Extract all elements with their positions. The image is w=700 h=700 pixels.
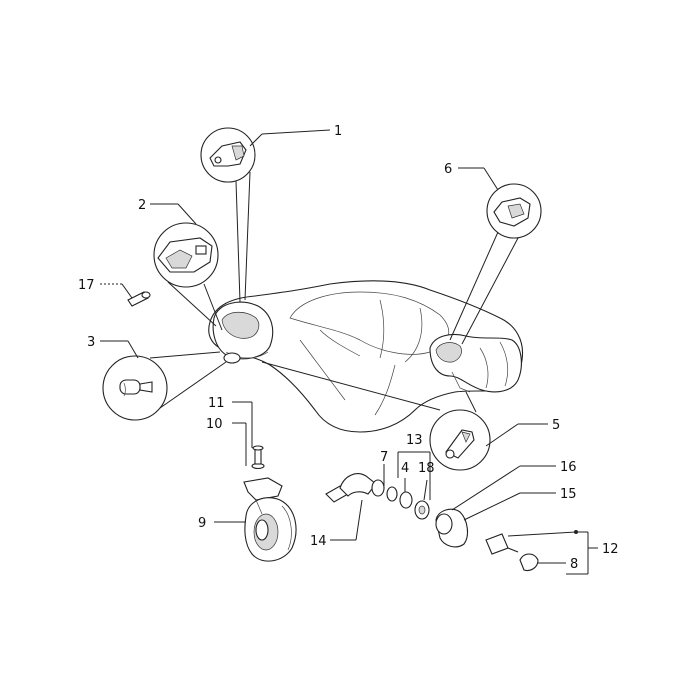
callout-2: 2 <box>138 198 146 213</box>
horn <box>243 477 297 562</box>
callout-13: 13 <box>406 433 423 448</box>
callout-5: 5 <box>552 418 560 433</box>
callout-12: 12 <box>602 542 619 557</box>
handlebar-cover <box>208 280 524 433</box>
callout-6: 6 <box>444 162 452 177</box>
callout-11: 11 <box>208 396 225 411</box>
part-6-bubble <box>486 183 542 239</box>
callout-7: 7 <box>380 450 388 465</box>
callout-16: 16 <box>560 460 577 475</box>
part-3-bubble <box>102 355 168 421</box>
callout-8: 8 <box>570 557 578 572</box>
horn-screw <box>251 445 265 470</box>
part-5-bubble <box>429 409 491 471</box>
ignition-lock-assembly <box>325 473 539 572</box>
callout-17: 17 <box>78 278 95 293</box>
callout-lines <box>100 129 598 575</box>
callout-9: 9 <box>198 516 206 531</box>
part-1-bubble <box>200 127 256 183</box>
callout-3: 3 <box>87 335 95 350</box>
callout-14: 14 <box>310 534 327 549</box>
callout-15: 15 <box>560 487 577 502</box>
callout-4: 4 <box>401 461 409 476</box>
callout-18: 18 <box>418 461 435 476</box>
callout-1: 1 <box>334 124 342 139</box>
part-2-bubble <box>153 222 219 288</box>
callout-labels: 1 2 3 4 5 6 7 8 9 10 11 12 13 14 15 16 1… <box>78 124 619 572</box>
leader-bubble-lines <box>149 171 519 413</box>
callout-10: 10 <box>206 417 223 432</box>
screw-17 <box>127 291 151 307</box>
